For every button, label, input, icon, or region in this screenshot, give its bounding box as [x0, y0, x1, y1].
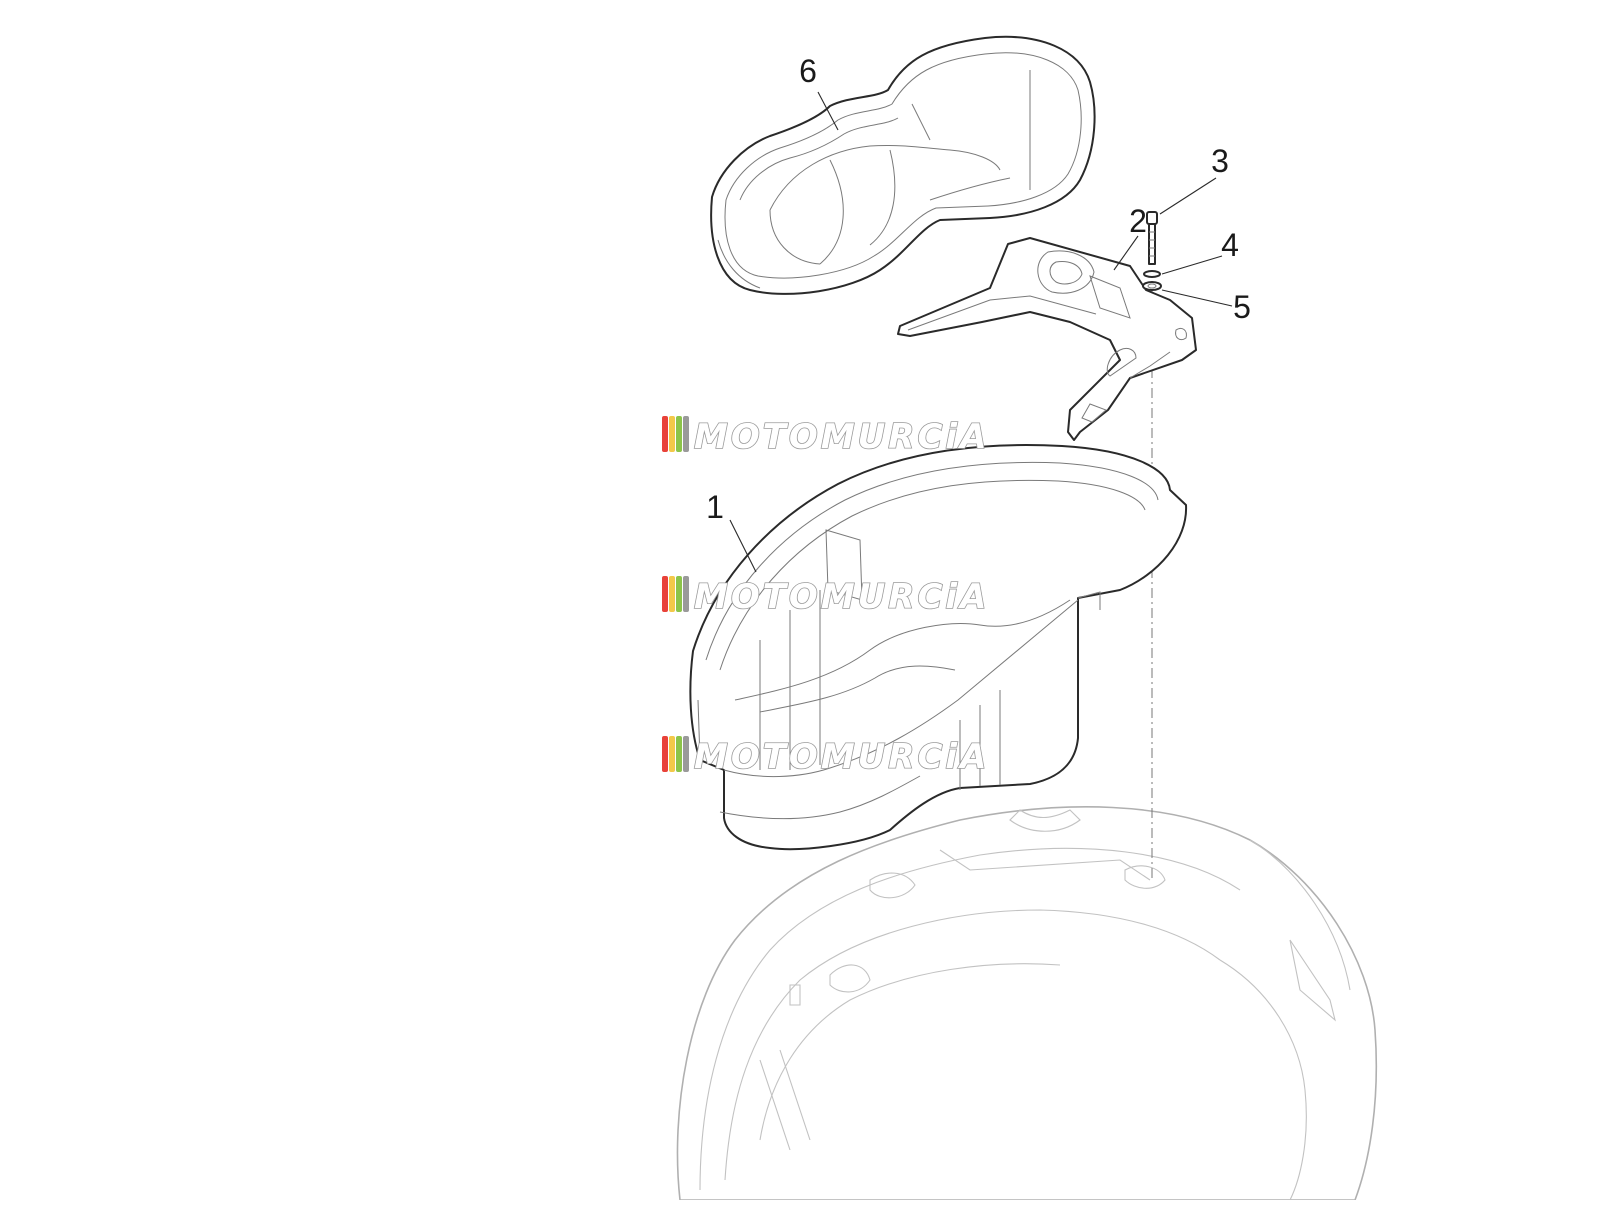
watermark-2: MOTOMURCiA	[662, 576, 989, 618]
callout-leaders	[729, 91, 1233, 573]
leader-line-5	[1161, 289, 1233, 307]
watermark-text: MOTOMURCiA	[694, 577, 989, 617]
watermark-stripe	[669, 736, 675, 772]
watermark-stripes	[662, 416, 689, 452]
watermark-text: MOTOMURCiA	[694, 737, 989, 777]
watermark-stripe	[683, 576, 689, 612]
callout-labels: 1 2 3 4 5 6	[706, 53, 1251, 525]
watermark-text: MOTOMURCiA	[694, 417, 989, 457]
watermark-stripe	[683, 416, 689, 452]
watermark-3: MOTOMURCiA	[662, 736, 989, 778]
callout-label-5: 5	[1233, 289, 1251, 325]
part-2-bracket	[897, 237, 1197, 441]
watermark-stripe	[662, 576, 668, 612]
callout-label-3: 3	[1211, 143, 1229, 179]
part-6-mat	[710, 35, 1096, 295]
watermark-stripe	[662, 416, 668, 452]
watermark-stripe	[676, 576, 682, 612]
part-1-helmet-compartment	[689, 444, 1188, 851]
leader-line-6	[817, 91, 839, 131]
callout-label-2: 2	[1129, 203, 1147, 239]
part-4-washer	[1143, 270, 1161, 278]
leader-line-3	[1159, 177, 1217, 215]
leader-line-1	[729, 519, 757, 573]
scooter-body	[676, 806, 1378, 1201]
callout-label-1: 1	[706, 489, 724, 525]
leader-line-2	[1113, 235, 1139, 271]
watermark-1: MOTOMURCiA	[662, 416, 989, 458]
callout-label-6: 6	[799, 53, 817, 89]
watermark-stripe	[662, 736, 668, 772]
part-5-washer	[1142, 281, 1162, 291]
watermark-stripe	[676, 416, 682, 452]
callout-label-4: 4	[1221, 227, 1239, 263]
watermark-stripes	[662, 736, 689, 772]
watermark-stripe	[683, 736, 689, 772]
watermark-stripes	[662, 576, 689, 612]
watermark-stripe	[676, 736, 682, 772]
leader-line-4	[1161, 255, 1223, 275]
watermark-stripe	[669, 576, 675, 612]
part-3-screw	[1146, 211, 1158, 265]
watermark-stripe	[669, 416, 675, 452]
